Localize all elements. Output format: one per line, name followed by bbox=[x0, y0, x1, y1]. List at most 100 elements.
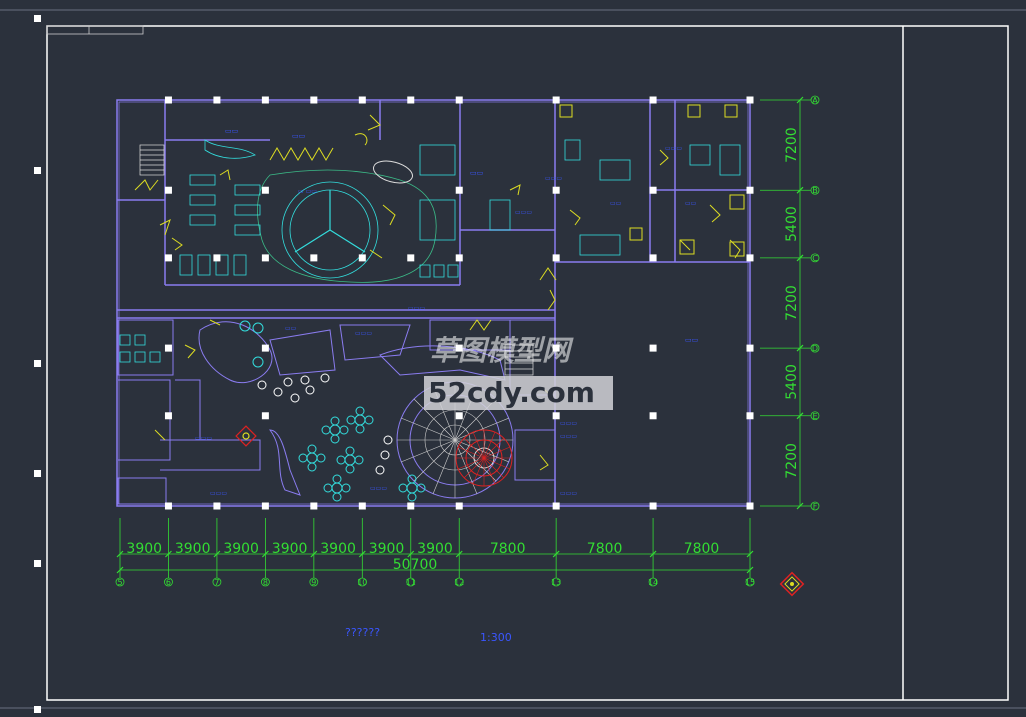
dimension-label: 7800 bbox=[587, 541, 623, 557]
svg-text:▭▭: ▭▭ bbox=[470, 169, 483, 177]
column-grip bbox=[261, 96, 269, 104]
column-grip bbox=[407, 502, 415, 510]
column-axis-bubble bbox=[115, 577, 125, 587]
svg-text:▭▭▭: ▭▭▭ bbox=[560, 420, 577, 427]
dome-structure bbox=[396, 381, 514, 499]
row-axis-label: D bbox=[812, 344, 818, 353]
svg-text:▭ ▭▭: ▭ ▭▭ bbox=[298, 188, 317, 195]
row-axis-label: E bbox=[812, 412, 817, 421]
column-grip bbox=[358, 96, 366, 104]
column-axis-bubble bbox=[745, 577, 755, 587]
column-grips bbox=[164, 96, 754, 510]
column-grip bbox=[746, 254, 754, 262]
watermark-site: 52cdy.com bbox=[428, 376, 595, 409]
dimension-label: 3900 bbox=[175, 541, 211, 557]
title-tab bbox=[46, 25, 144, 35]
column-axis-bubble bbox=[212, 577, 222, 587]
dimension-label: 3900 bbox=[320, 541, 356, 557]
dimension-label-vertical: 7200 bbox=[784, 443, 800, 479]
column-axis-bubble bbox=[648, 577, 658, 587]
dimension-label: 3900 bbox=[369, 541, 405, 557]
svg-text:▭▭▭: ▭▭▭ bbox=[665, 145, 682, 152]
column-grip bbox=[455, 96, 463, 104]
row-axis-label: F bbox=[813, 502, 818, 511]
svg-text:▭▭: ▭▭ bbox=[610, 200, 621, 207]
dimension-label: 3900 bbox=[272, 541, 308, 557]
dimension-label: 3900 bbox=[126, 541, 162, 557]
column-grip bbox=[552, 254, 560, 262]
column-grip bbox=[649, 344, 657, 352]
column-axis-label: 5 bbox=[117, 578, 122, 587]
column-grip bbox=[552, 502, 560, 510]
column-grip bbox=[358, 254, 366, 262]
oval-feature bbox=[373, 160, 413, 184]
column-grip bbox=[310, 96, 318, 104]
column-grip bbox=[649, 254, 657, 262]
dimension-label: 3900 bbox=[417, 541, 453, 557]
svg-text:▭▭▭: ▭▭▭ bbox=[545, 175, 562, 182]
plan-scale: 1:300 bbox=[480, 631, 512, 644]
column-axis-label: 6 bbox=[166, 578, 171, 587]
drawing-frame bbox=[46, 25, 1009, 701]
svg-text:▭▭▭: ▭▭▭ bbox=[195, 435, 212, 442]
floor-plan: ▭▭ ▭▭ ▭ ▭▭ ▭▭ ▭▭▭ ▭▭▭ ▭▭ ▭▭▭ ▭▭ ▭▭ ▭▭ ▭▭… bbox=[116, 99, 751, 507]
column-axis-bubble bbox=[309, 577, 319, 587]
column-axis-bubble bbox=[406, 577, 416, 587]
svg-text:▭▭▭: ▭▭▭ bbox=[408, 305, 425, 312]
row-axis-bubble bbox=[810, 501, 820, 511]
staircase bbox=[139, 144, 534, 376]
column-axis-label: 11 bbox=[406, 578, 416, 587]
dimension-lines: 3900 3900 3900 3900 3900 3900 3900 7800 7800 7800… bbox=[115, 95, 820, 587]
column-grip bbox=[455, 254, 463, 262]
svg-text:▭▭: ▭▭ bbox=[685, 336, 698, 344]
total-dimension-label: 50700 bbox=[393, 557, 438, 573]
column-axis-label: 15 bbox=[745, 578, 755, 587]
column-axis-label: 7 bbox=[214, 578, 219, 587]
dimension-label: 3900 bbox=[223, 541, 259, 557]
column-axis-bubble bbox=[357, 577, 367, 587]
row-axis-bubble bbox=[810, 185, 820, 195]
svg-text:▭▭▭: ▭▭▭ bbox=[515, 209, 532, 216]
column-grip bbox=[407, 254, 415, 262]
column-grip bbox=[213, 96, 221, 104]
exterior-walls bbox=[116, 99, 751, 507]
flower-tables bbox=[239, 320, 426, 502]
column-grip bbox=[649, 96, 657, 104]
column-grip bbox=[310, 502, 318, 510]
column-grip bbox=[455, 502, 463, 510]
column-axis-label: 10 bbox=[357, 578, 367, 587]
column-axis-bubble bbox=[260, 577, 270, 587]
svg-text:▭▭▭: ▭▭▭ bbox=[560, 490, 577, 497]
column-axis-bubble bbox=[164, 577, 173, 587]
central-round-hall bbox=[257, 169, 437, 283]
column-grip bbox=[164, 254, 172, 262]
column-grip bbox=[213, 502, 221, 510]
svg-text:▭▭: ▭▭ bbox=[225, 127, 238, 135]
dimension-label: 7800 bbox=[490, 541, 526, 557]
column-grip bbox=[746, 186, 754, 194]
watermark-chinese: 草图模型网 bbox=[430, 334, 574, 367]
column-grip bbox=[649, 412, 657, 420]
row-axis-bubble bbox=[810, 253, 820, 263]
column-grip bbox=[649, 186, 657, 194]
row-axis-bubble bbox=[810, 95, 820, 105]
column-grip bbox=[455, 186, 463, 194]
column-axis-bubble bbox=[551, 577, 561, 587]
svg-text:▭▭▭: ▭▭▭ bbox=[560, 433, 577, 440]
left-grip-markers bbox=[34, 15, 41, 713]
column-grip bbox=[164, 344, 172, 352]
column-grip bbox=[213, 254, 221, 262]
column-grip bbox=[455, 344, 463, 352]
radial-feature bbox=[455, 429, 513, 487]
dimension-label: 7800 bbox=[684, 541, 720, 557]
column-grip bbox=[261, 412, 269, 420]
column-grip bbox=[746, 412, 754, 420]
column-axis-label: 13 bbox=[551, 578, 561, 587]
row-axis-label: A bbox=[812, 96, 818, 105]
zigzag-walls bbox=[269, 147, 557, 331]
column-grip bbox=[552, 344, 560, 352]
column-grip bbox=[261, 186, 269, 194]
column-grip bbox=[164, 96, 172, 104]
watermark-site-box bbox=[424, 376, 613, 410]
